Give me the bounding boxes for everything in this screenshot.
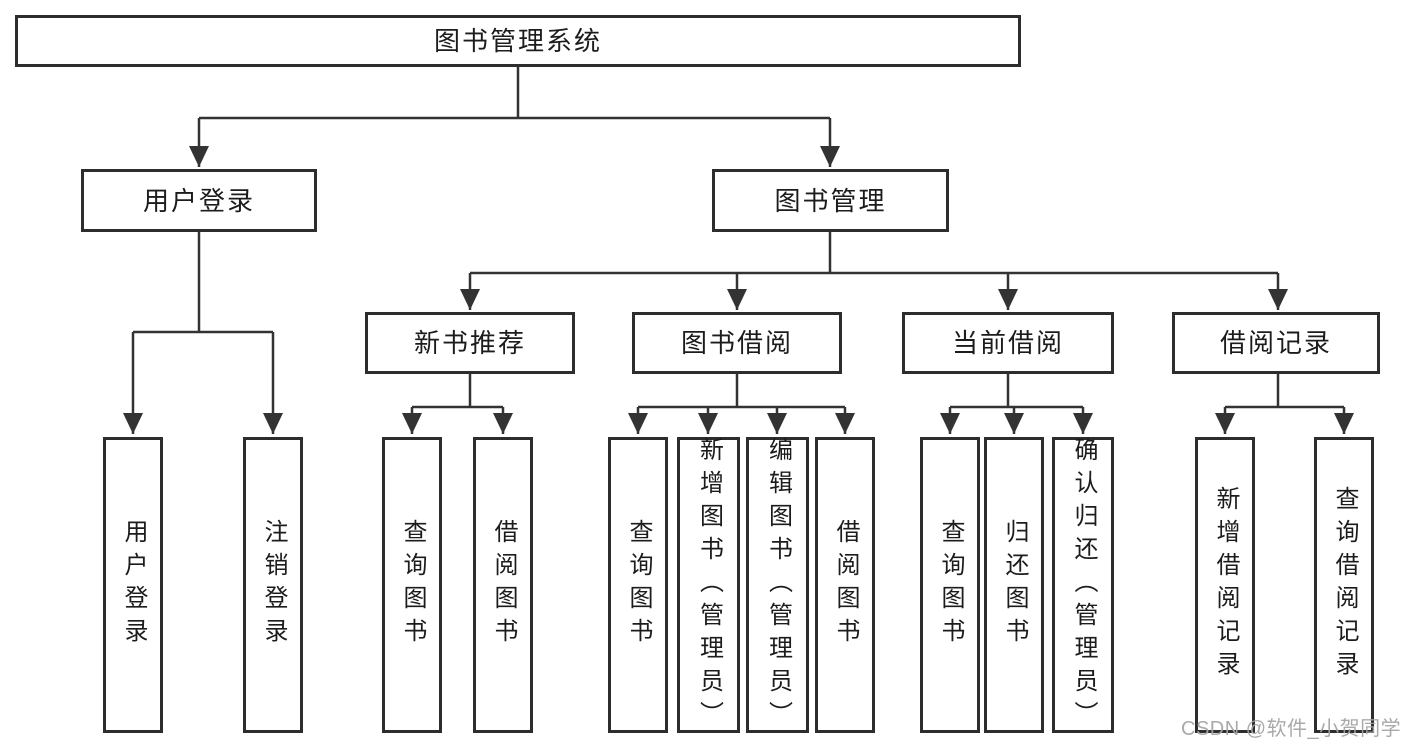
leaf-add-borrow-record: 新增借阅记录 [1195, 437, 1255, 733]
leaf-query-books-recommend: 查询图书 [382, 437, 442, 733]
node-current-borrow: 当前借阅 [902, 312, 1114, 374]
node-borrow-record: 借阅记录 [1172, 312, 1380, 374]
leaf-borrow-books-label: 借阅图书 [832, 519, 859, 651]
node-user-login: 用户登录 [81, 169, 317, 232]
leaf-user-login-label: 用户登录 [120, 519, 147, 651]
node-root-label: 图书管理系统 [433, 26, 602, 56]
leaf-confirm-return-admin-label: 确认归还（管理员） [1070, 436, 1097, 734]
leaf-borrow-books-recommend-label: 借阅图书 [490, 519, 517, 651]
node-borrow-record-label: 借阅记录 [1219, 328, 1332, 358]
node-book-borrow: 图书借阅 [632, 312, 842, 374]
node-root-system: 图书管理系统 [15, 15, 1021, 67]
leaf-add-book-admin: 新增图书（管理员） [677, 436, 740, 734]
leaf-logout-label: 注销登录 [260, 519, 287, 651]
leaf-query-books-borrow: 查询图书 [608, 437, 668, 733]
leaf-borrow-books: 借阅图书 [815, 437, 875, 733]
leaf-return-book-label: 归还图书 [1001, 519, 1028, 651]
node-book-management-label: 图书管理 [774, 185, 887, 216]
leaf-logout: 注销登录 [243, 437, 303, 733]
node-new-book-recommend-label: 新书推荐 [413, 328, 526, 358]
leaf-query-books-current: 查询图书 [920, 437, 980, 733]
node-new-book-recommend: 新书推荐 [365, 312, 575, 374]
watermark-text: CSDN @软件_小贺同学 [1181, 718, 1402, 740]
node-book-borrow-label: 图书借阅 [680, 328, 793, 358]
leaf-edit-book-admin: 编辑图书（管理员） [746, 436, 809, 734]
node-current-borrow-label: 当前借阅 [951, 328, 1064, 358]
leaf-add-book-admin-label: 新增图书（管理员） [695, 436, 723, 734]
leaf-add-borrow-record-label: 新增借阅记录 [1212, 486, 1239, 684]
leaf-borrow-books-recommend: 借阅图书 [473, 437, 533, 733]
node-book-management: 图书管理 [712, 169, 949, 232]
leaf-edit-book-admin-label: 编辑图书（管理员） [764, 436, 792, 734]
leaf-user-login: 用户登录 [103, 437, 163, 733]
leaf-query-books-recommend-label: 查询图书 [399, 519, 426, 651]
node-user-login-label: 用户登录 [142, 185, 255, 216]
leaf-query-borrow-record-label: 查询借阅记录 [1331, 486, 1358, 684]
leaf-query-books-borrow-label: 查询图书 [625, 519, 652, 651]
leaf-confirm-return-admin: 确认归还（管理员） [1052, 436, 1114, 734]
leaf-query-borrow-record: 查询借阅记录 [1314, 437, 1374, 733]
leaf-return-book: 归还图书 [984, 437, 1044, 733]
leaf-query-books-current-label: 查询图书 [937, 519, 964, 651]
